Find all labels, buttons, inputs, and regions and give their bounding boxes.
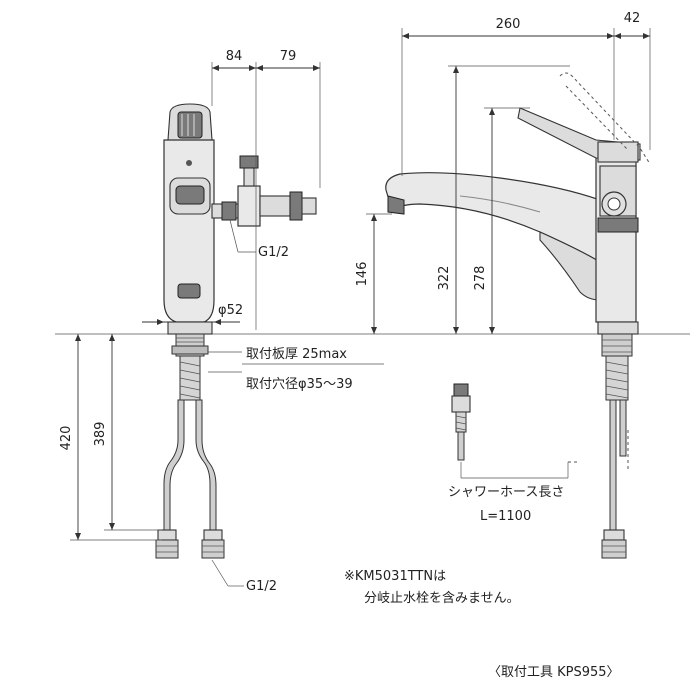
dim-42-label: 42 bbox=[624, 11, 641, 26]
svg-text:278: 278 bbox=[473, 266, 488, 291]
svg-text:φ52: φ52 bbox=[218, 303, 243, 318]
dim-79-label: 79 bbox=[280, 49, 297, 64]
spout-neck bbox=[539, 231, 601, 301]
dim-322: 322 bbox=[437, 65, 570, 334]
shower-hose-label: シャワーホース長さ bbox=[448, 485, 564, 500]
left-fitting-a bbox=[157, 529, 177, 541]
svg-text:146: 146 bbox=[355, 262, 370, 287]
left-faucet-base bbox=[167, 321, 213, 335]
left-handle-grip bbox=[177, 111, 203, 139]
branch-valve bbox=[211, 155, 317, 227]
dim-389: 389 bbox=[93, 334, 162, 531]
svg-text:420: 420 bbox=[59, 426, 74, 451]
svg-text:G1/2: G1/2 bbox=[246, 579, 277, 594]
svg-text:取付板厚 25max: 取付板厚 25max bbox=[246, 347, 347, 362]
svg-text:322: 322 bbox=[437, 266, 452, 291]
left-supply-hose-a bbox=[163, 399, 185, 531]
lever-alt-position bbox=[559, 72, 651, 165]
svg-text:389: 389 bbox=[93, 422, 108, 447]
tool-note: 〈取付工具 KPS955〉 bbox=[488, 665, 620, 680]
dim-146: 146 bbox=[355, 213, 392, 334]
svg-text:G1/2: G1/2 bbox=[258, 245, 289, 260]
thread-label-bottom: G1/2 bbox=[211, 559, 277, 594]
dim-84: 84 79 bbox=[211, 49, 321, 330]
right-faucet-view bbox=[385, 72, 651, 559]
dim-phi52: φ52 bbox=[142, 303, 243, 325]
dim-84-label: 84 bbox=[226, 49, 243, 64]
hose-length-label: L=1100 bbox=[480, 509, 531, 524]
left-faucet-view bbox=[155, 103, 317, 559]
left-fitting-b bbox=[203, 529, 223, 541]
shower-hose-connector bbox=[451, 383, 580, 479]
dim-278: 278 bbox=[473, 107, 530, 334]
note-line-2: 分岐止水栓を含みません。 bbox=[364, 590, 520, 606]
left-supply-hose-b bbox=[195, 399, 217, 531]
mounting-labels: 取付板厚 25max 取付穴径φ35～39 bbox=[208, 347, 384, 392]
svg-text:取付穴径φ35～39: 取付穴径φ35～39 bbox=[246, 377, 353, 392]
dim-420: 420 bbox=[59, 334, 162, 541]
dim-260-42: 260 42 bbox=[401, 11, 651, 176]
thread-label-top: G1/2 bbox=[229, 219, 289, 260]
dim-260-label: 260 bbox=[496, 17, 521, 32]
note-line-1: ※KM5031TTNは bbox=[344, 569, 446, 584]
